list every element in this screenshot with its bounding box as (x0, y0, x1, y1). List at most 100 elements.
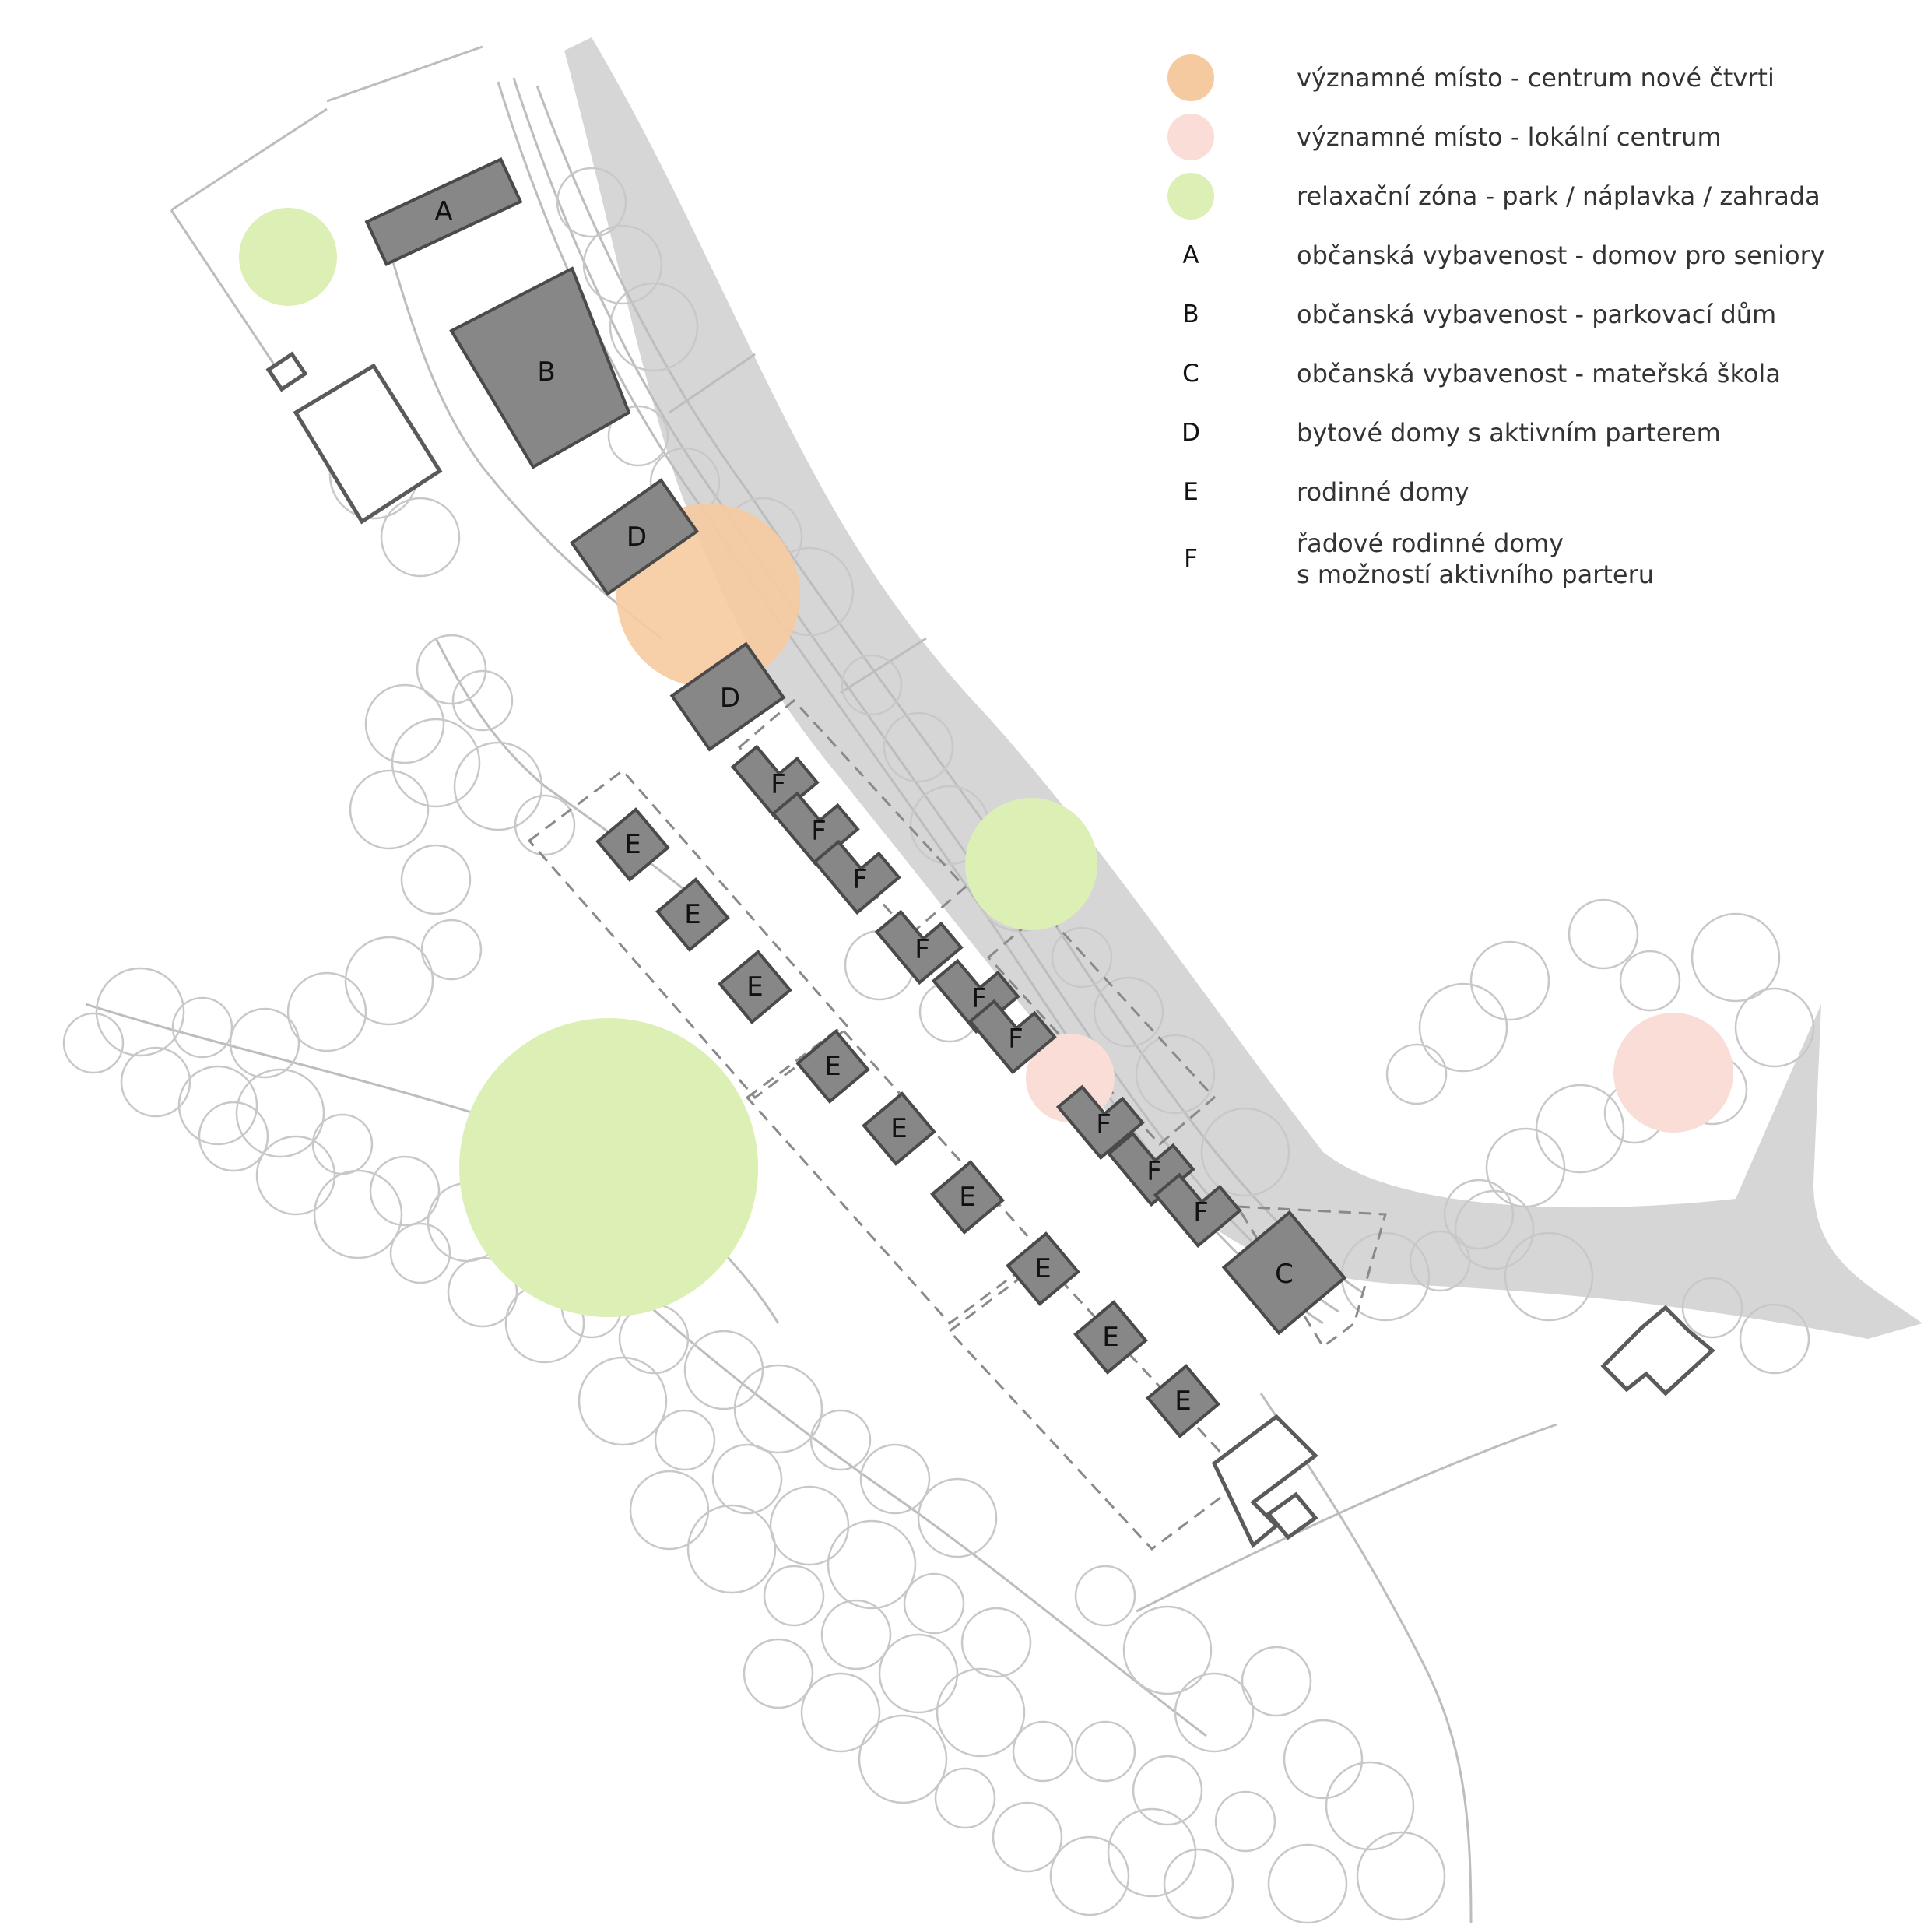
label-e8: E (1102, 1322, 1118, 1353)
legend-text-line-2: s možností aktivního parteru (1297, 560, 1654, 589)
tree-canopy (171, 996, 233, 1059)
tree-canopy (369, 1155, 441, 1227)
tree-canopy (827, 1519, 917, 1610)
tree-canopy (1241, 1646, 1312, 1717)
tree-canopy (858, 1714, 948, 1804)
house-e (930, 1160, 1005, 1235)
label-f1: F (771, 769, 786, 800)
tree-canopy (391, 718, 481, 808)
house-e (795, 1029, 870, 1104)
legend-key-letter: A (1182, 241, 1199, 269)
tree-canopy (235, 1068, 325, 1158)
label-f6: F (1008, 1024, 1023, 1055)
tree-canopy (809, 1409, 872, 1471)
tree-canopy (400, 844, 472, 915)
legend-key-letter: C (1182, 360, 1199, 388)
tree-canopy (313, 1169, 403, 1259)
row-house-f (1153, 1172, 1242, 1249)
legend-swatch (1167, 114, 1214, 160)
tree-canopy (859, 1443, 931, 1515)
legend-key-letter: E (1183, 478, 1199, 506)
legend-text-line: občanská vybavenost - parkovací dům (1297, 300, 1777, 329)
label-e6: E (959, 1182, 975, 1213)
tree-canopy (878, 1633, 959, 1714)
tree-canopy (883, 711, 954, 783)
tree-canopy (763, 1565, 825, 1627)
row-house-f (967, 999, 1057, 1075)
legend-key-letter: F (1184, 545, 1198, 573)
tree-canopy (1200, 1107, 1290, 1197)
tree-canopy (1691, 912, 1781, 1003)
legend-swatch (1167, 173, 1214, 220)
relax-zone-riverbank (965, 798, 1097, 930)
legend-text-line: významné místo - lokální centrum (1297, 122, 1722, 152)
tree-canopy (629, 1470, 710, 1551)
label-f3: F (852, 864, 868, 895)
tree-canopy (1619, 950, 1681, 1012)
label-f9: F (1193, 1197, 1209, 1228)
tree-canopy (420, 919, 483, 981)
existing-buildings (265, 351, 1715, 1548)
tree-canopy (380, 497, 461, 578)
row-houses (730, 744, 1242, 1249)
relax-zone-garden (239, 208, 337, 306)
legend-row: relaxační zóna - park / náplavka / zahra… (1167, 173, 1868, 220)
building-b (449, 266, 631, 469)
row-house-f (874, 909, 964, 985)
tree-canopy (578, 1356, 668, 1446)
tree-canopy (582, 224, 663, 305)
legend-text: rodinné domy (1297, 476, 1469, 508)
legend-swatch (1167, 54, 1214, 101)
tree-canopy (609, 282, 699, 372)
house-e (862, 1091, 936, 1166)
tree-canopy (1267, 1843, 1348, 1924)
building-a (364, 157, 523, 266)
tree-canopy (1163, 1848, 1234, 1920)
label-e2: E (684, 899, 700, 930)
legend-swatch-circle (1167, 54, 1214, 101)
tree-canopy (1283, 1719, 1364, 1800)
tree-canopy (1325, 1761, 1415, 1851)
building-d1 (569, 478, 700, 596)
tree-canopy (1132, 1755, 1203, 1826)
house-e (655, 877, 730, 952)
house-e (595, 807, 670, 882)
tree-canopy (1454, 1189, 1535, 1270)
tree-canopy (1012, 1720, 1074, 1783)
tree-canopy (820, 1599, 892, 1670)
tree-canopy (349, 769, 430, 850)
tree-canopy (416, 634, 487, 705)
tree-canopy (1174, 1672, 1255, 1753)
legend-text-line: řadové rodinné domy (1297, 529, 1564, 558)
tree-canopy (177, 1065, 258, 1146)
tree-canopy (683, 1330, 764, 1410)
legend-text-line: občanská vybavenost - mateřská škola (1297, 359, 1781, 388)
tree-canopy (1122, 1605, 1213, 1695)
tree-canopy (1469, 940, 1550, 1021)
tree-canopy (1443, 1179, 1515, 1250)
tree-canopy (743, 1638, 814, 1709)
label-d1: D (627, 522, 647, 553)
tree-canopy (711, 1443, 783, 1515)
tree-canopy (1214, 1790, 1276, 1853)
house-e (718, 950, 792, 1024)
tree-canopy (453, 741, 543, 831)
tree-canopy (769, 1485, 850, 1566)
tree-canopy (1739, 1303, 1810, 1375)
tree-canopy (992, 1801, 1063, 1873)
building-labels: A B C D D E E E E E E E E E F F F F F F … (434, 196, 1294, 1417)
label-e9: E (1174, 1386, 1191, 1417)
legend-swatch-circle (1167, 114, 1214, 160)
label-c: C (1275, 1259, 1294, 1290)
detached-houses (595, 807, 1220, 1438)
legend-row: významné místo - lokální centrum (1167, 114, 1868, 160)
tree-canopy (1681, 1277, 1743, 1339)
legend-text-line: bytové domy s aktivním parterem (1297, 418, 1721, 448)
tree-canopy (286, 971, 367, 1052)
tree-canopy (95, 967, 185, 1057)
tree-canopy (556, 167, 627, 238)
